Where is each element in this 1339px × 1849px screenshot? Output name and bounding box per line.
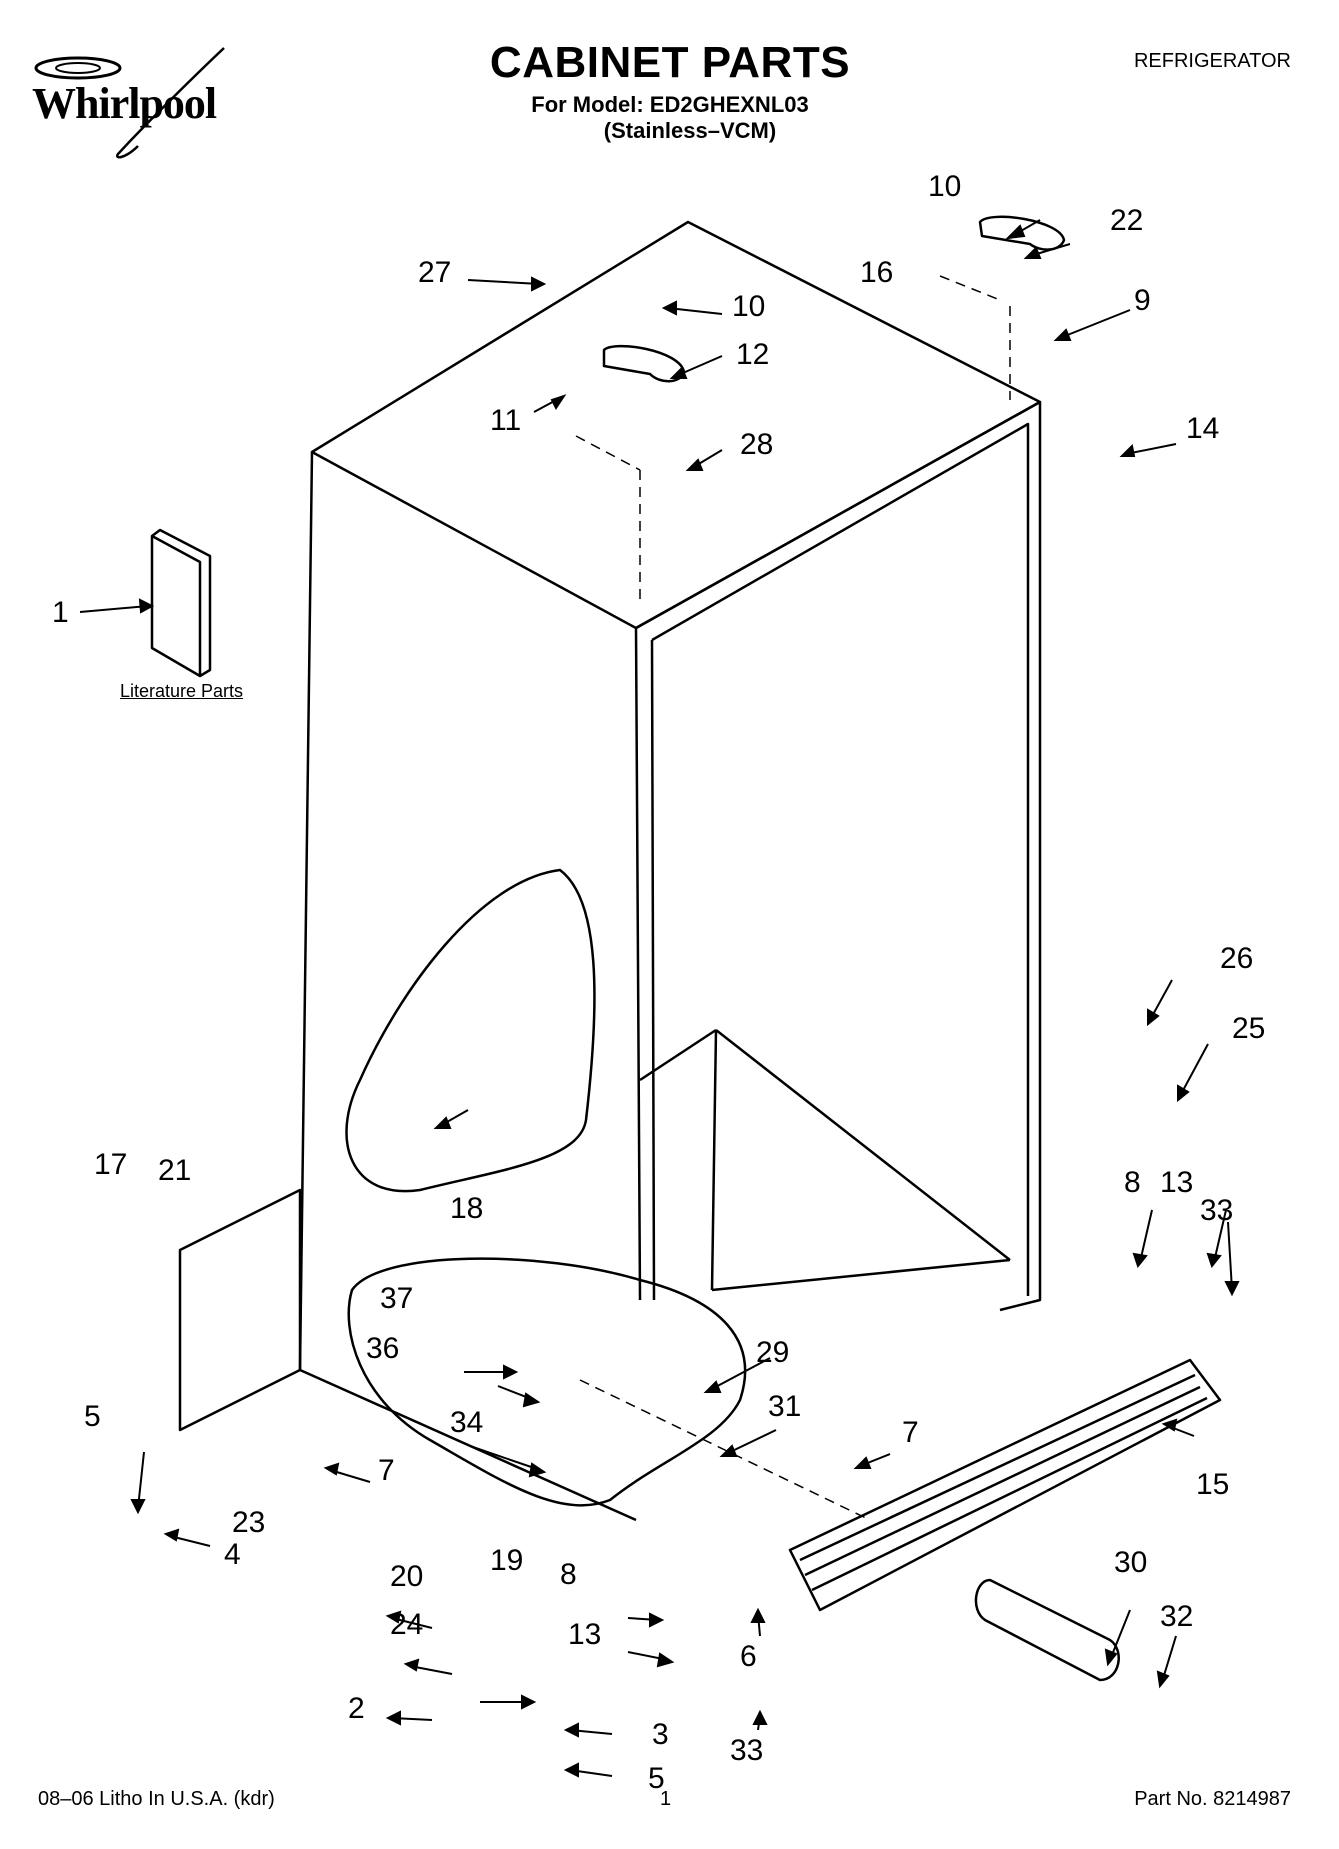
model-line: For Model: ED2GHEXNL03 xyxy=(531,92,809,117)
callout-34: 34 xyxy=(450,1406,484,1439)
callout-15: 15 xyxy=(1196,1468,1230,1501)
callout-18: 18 xyxy=(450,1192,484,1225)
cabinet-front-frame xyxy=(634,402,1042,1312)
callout-5b: 5 xyxy=(648,1762,665,1795)
top-hinge-cover-right xyxy=(978,215,1066,251)
cutaway-lower xyxy=(347,1257,747,1507)
callout-2: 2 xyxy=(348,1692,365,1725)
logo-swirl-icon xyxy=(34,47,225,159)
callout-22: 22 xyxy=(1110,204,1144,237)
water-filter xyxy=(974,1578,1120,1682)
model-variant: (Stainless–VCM) xyxy=(603,118,777,143)
front-frame-inner xyxy=(635,400,1041,1301)
callout-14: 14 xyxy=(1186,412,1220,445)
callout-9: 9 xyxy=(1134,284,1151,317)
callout-23: 23 xyxy=(232,1506,266,1539)
callout-24: 24 xyxy=(390,1608,424,1641)
callout-6: 6 xyxy=(740,1640,757,1673)
callout-16: 16 xyxy=(860,256,894,289)
callout-33a: 33 xyxy=(1200,1194,1234,1227)
callout-8a: 8 xyxy=(1124,1166,1141,1199)
callout-30: 30 xyxy=(1114,1546,1148,1579)
callout-32: 32 xyxy=(1160,1600,1194,1633)
callout-1: 1 xyxy=(52,596,69,629)
callout-37: 37 xyxy=(380,1282,414,1315)
callout-12: 12 xyxy=(736,338,770,371)
rear-vent-panel xyxy=(178,1188,302,1432)
callout-5a: 5 xyxy=(84,1400,101,1433)
callout-8b: 8 xyxy=(560,1558,577,1591)
callout-3: 3 xyxy=(652,1718,669,1751)
callout-17: 17 xyxy=(94,1148,128,1181)
page-title: CABINET PARTS xyxy=(489,38,851,87)
callout-33b: 33 xyxy=(730,1734,764,1767)
callout-arrows xyxy=(79,219,1240,1778)
top-hinge-cover-left xyxy=(602,344,686,383)
category-label: REFRIGERATOR xyxy=(1133,50,1291,72)
literature-booklet xyxy=(150,528,212,678)
footer-part-number: Part No. 8214987 xyxy=(1134,1788,1291,1810)
callout-26: 26 xyxy=(1220,942,1254,975)
callout-11: 11 xyxy=(490,404,522,437)
callout-4: 4 xyxy=(224,1538,241,1571)
callout-10a: 10 xyxy=(928,170,962,203)
callout-36: 36 xyxy=(366,1332,400,1365)
literature-parts-label: Literature Parts xyxy=(120,681,244,701)
cutaway-left xyxy=(345,868,596,1193)
callout-10b: 10 xyxy=(732,290,766,323)
callout-20: 20 xyxy=(390,1560,424,1593)
callout-7b: 7 xyxy=(902,1416,919,1449)
callout-27: 27 xyxy=(418,256,452,289)
footer-page-number: 1 xyxy=(660,1788,672,1810)
callout-13a: 13 xyxy=(1160,1166,1194,1199)
callout-25: 25 xyxy=(1232,1012,1266,1045)
whirlpool-logo: Whirlpool xyxy=(18,42,268,162)
footer-print-info: 08–06 Litho In U.S.A. (kdr) xyxy=(38,1788,275,1810)
cabinet-left-side xyxy=(298,451,637,1522)
callout-21: 21 xyxy=(158,1154,192,1187)
brand-name: Whirlpool xyxy=(32,79,217,128)
callout-13b: 13 xyxy=(568,1618,602,1651)
callout-28: 28 xyxy=(740,428,774,461)
base-grille xyxy=(788,1358,1222,1612)
callout-7a: 7 xyxy=(378,1454,395,1487)
callout-31: 31 xyxy=(768,1390,802,1423)
callout-29: 29 xyxy=(756,1336,790,1369)
callout-19: 19 xyxy=(490,1544,524,1577)
